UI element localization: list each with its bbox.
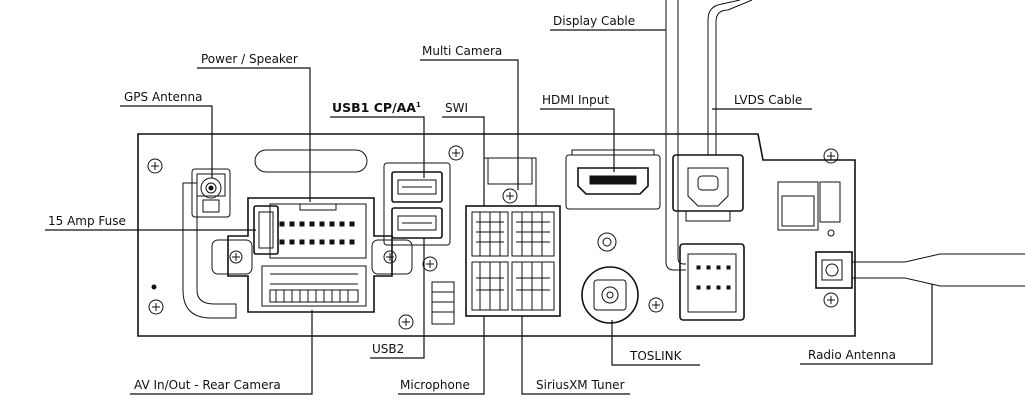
- display-cable: [665, 0, 686, 271]
- screw-icon: [147, 158, 163, 174]
- label-toslink: TOSLINK: [629, 349, 683, 363]
- screw-icon: [148, 299, 164, 315]
- label-gps-antenna: GPS Antenna: [124, 90, 202, 104]
- top-slot: [254, 149, 368, 173]
- gps-connector: [191, 168, 231, 218]
- camera-swi-connectors: [465, 157, 561, 317]
- cable-slot: [182, 182, 237, 319]
- label-multi-camera: Multi Camera: [422, 44, 502, 58]
- dot-marker: [151, 284, 157, 290]
- screw-icon: [448, 145, 464, 161]
- lvds-connector: [672, 154, 744, 222]
- screw-icon: [648, 297, 664, 313]
- radio-antenna-connector: [815, 251, 1025, 289]
- label-siriusxm: SiriusXM Tuner: [536, 378, 625, 392]
- label-usb2: USB2: [372, 342, 404, 356]
- power-av-connector: [211, 197, 413, 313]
- toslink-port: [581, 266, 639, 324]
- label-display-cable: Display Cable: [553, 14, 635, 28]
- right-connector: [777, 181, 841, 231]
- back-panel: [137, 133, 856, 337]
- label-microphone: Microphone: [400, 378, 470, 392]
- hdmi-port: [565, 149, 661, 210]
- small-connector: [431, 281, 455, 325]
- screw-icon: [823, 148, 839, 164]
- display-connector: [679, 243, 745, 321]
- screw-icon: [823, 292, 839, 308]
- round-post: [597, 232, 617, 252]
- screw-icon: [398, 314, 414, 330]
- leader-lines: [45, 29, 933, 395]
- fuse: [253, 205, 279, 255]
- label-av-in-out: AV In/Out - Rear Camera: [134, 378, 281, 392]
- dot-marker: [827, 229, 835, 237]
- label-hdmi-input: HDMI Input: [542, 93, 609, 107]
- label-radio-antenna: Radio Antenna: [808, 348, 896, 362]
- label-swi: SWI: [445, 101, 468, 115]
- lvds-cable: [707, 0, 753, 155]
- screw-icon: [422, 256, 438, 272]
- usb-ports: [383, 162, 451, 246]
- label-power-speaker: Power / Speaker: [201, 52, 298, 66]
- label-usb1: USB1 CP/AA1: [332, 100, 421, 115]
- label-fuse: 15 Amp Fuse: [48, 214, 126, 228]
- label-lvds-cable: LVDS Cable: [734, 93, 802, 107]
